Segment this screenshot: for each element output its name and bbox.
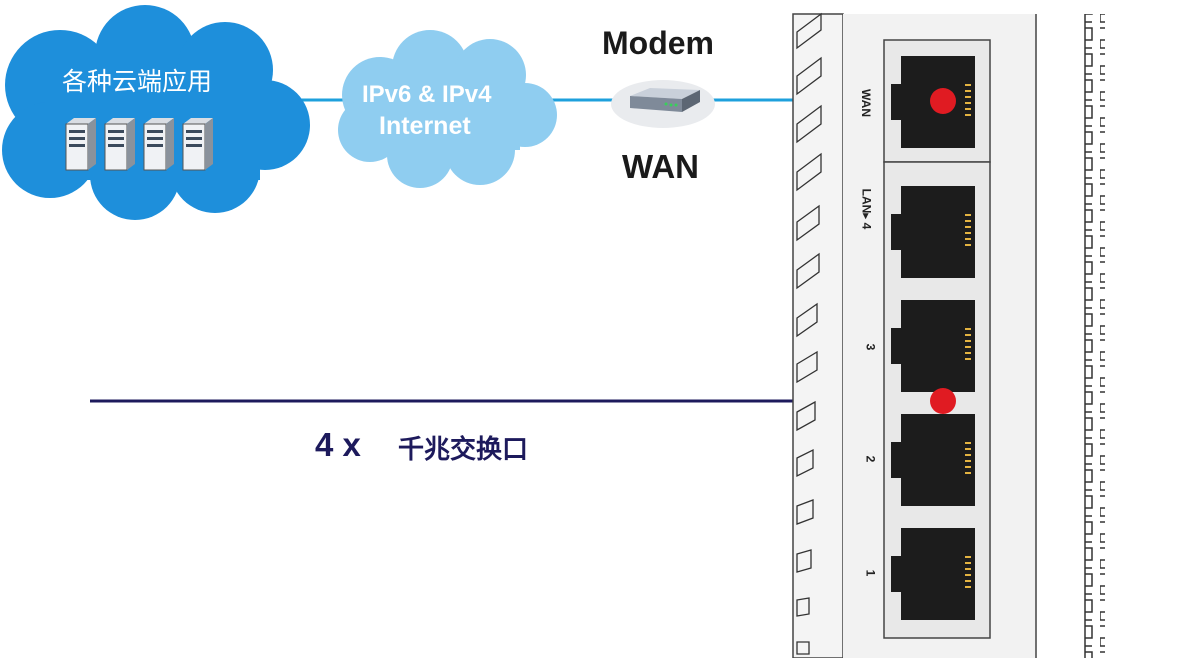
lan-port-description: 千兆交换口 (398, 435, 529, 465)
server-icon (143, 118, 174, 171)
modem-icon (611, 80, 715, 128)
internet-label: Internet (379, 112, 471, 140)
server-icon (104, 118, 135, 171)
internet-protocol-label: IPv6 & IPv4 (362, 81, 492, 108)
cloud-services-label: 各种云端应用 (62, 67, 213, 96)
port-label-lan4: LAN▸ 4 (859, 188, 874, 230)
server-icon (182, 118, 213, 171)
lan-connection-marker (930, 388, 956, 414)
server-rack-icons (65, 118, 213, 171)
panel-serrated-edge (1085, 14, 1105, 658)
lan-port-1 (891, 528, 975, 620)
lan-port-2 (891, 414, 975, 506)
port-label-wan: WAN (859, 89, 873, 117)
modem-label: Modem (602, 25, 714, 61)
lan-port-3 (891, 300, 975, 392)
internet-cloud-icon (338, 30, 557, 188)
lan-port-count: 4 x (315, 426, 361, 463)
lan-port-4 (891, 186, 975, 278)
port-label-1: 1 (863, 569, 878, 577)
server-icon (65, 118, 96, 171)
vent-slots (796, 12, 822, 655)
port-label-2: 2 (863, 455, 878, 463)
cloud-services-icon (2, 5, 310, 220)
wan-label: WAN (622, 148, 699, 185)
wan-connection-marker (930, 88, 956, 114)
port-label-3: 3 (863, 343, 878, 351)
